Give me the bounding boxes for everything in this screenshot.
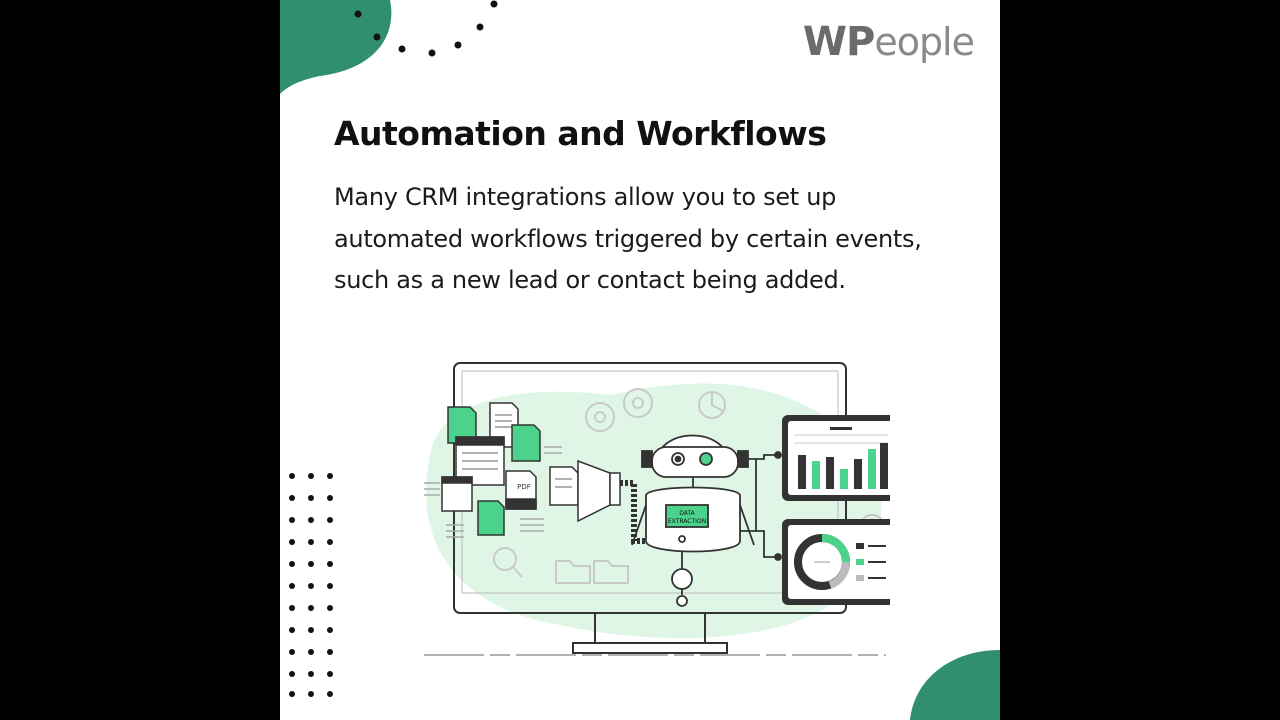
robot-icon xyxy=(631,434,755,607)
magnifier-icon xyxy=(493,547,523,578)
robot-label-line2: EXTRACTION xyxy=(668,518,706,525)
donut-chart-icon xyxy=(782,519,890,605)
bar-chart-icon xyxy=(782,415,890,501)
wpeople-logo: WPeople xyxy=(802,19,975,65)
pdf-file-label: PDF xyxy=(517,483,531,491)
corner-blob-top-left xyxy=(280,0,392,94)
automation-illustration: PDF xyxy=(424,362,890,656)
logo-rest: eople xyxy=(874,20,975,64)
document-icon xyxy=(441,402,579,536)
folder-icon xyxy=(555,560,629,584)
slide-body: Many CRM integrations allow you to set u… xyxy=(334,183,922,294)
dot-arc-decoration xyxy=(354,0,498,57)
slide-heading: Automation and Workflows xyxy=(334,114,827,153)
dot-grid-decoration xyxy=(289,473,333,697)
slide-card: WPeople Automation and Workflows Many CR… xyxy=(280,0,1000,720)
corner-blob-bottom-right xyxy=(910,650,1000,720)
logo-wp: WP xyxy=(802,19,875,65)
robot-label-line1: DATA xyxy=(679,510,695,517)
